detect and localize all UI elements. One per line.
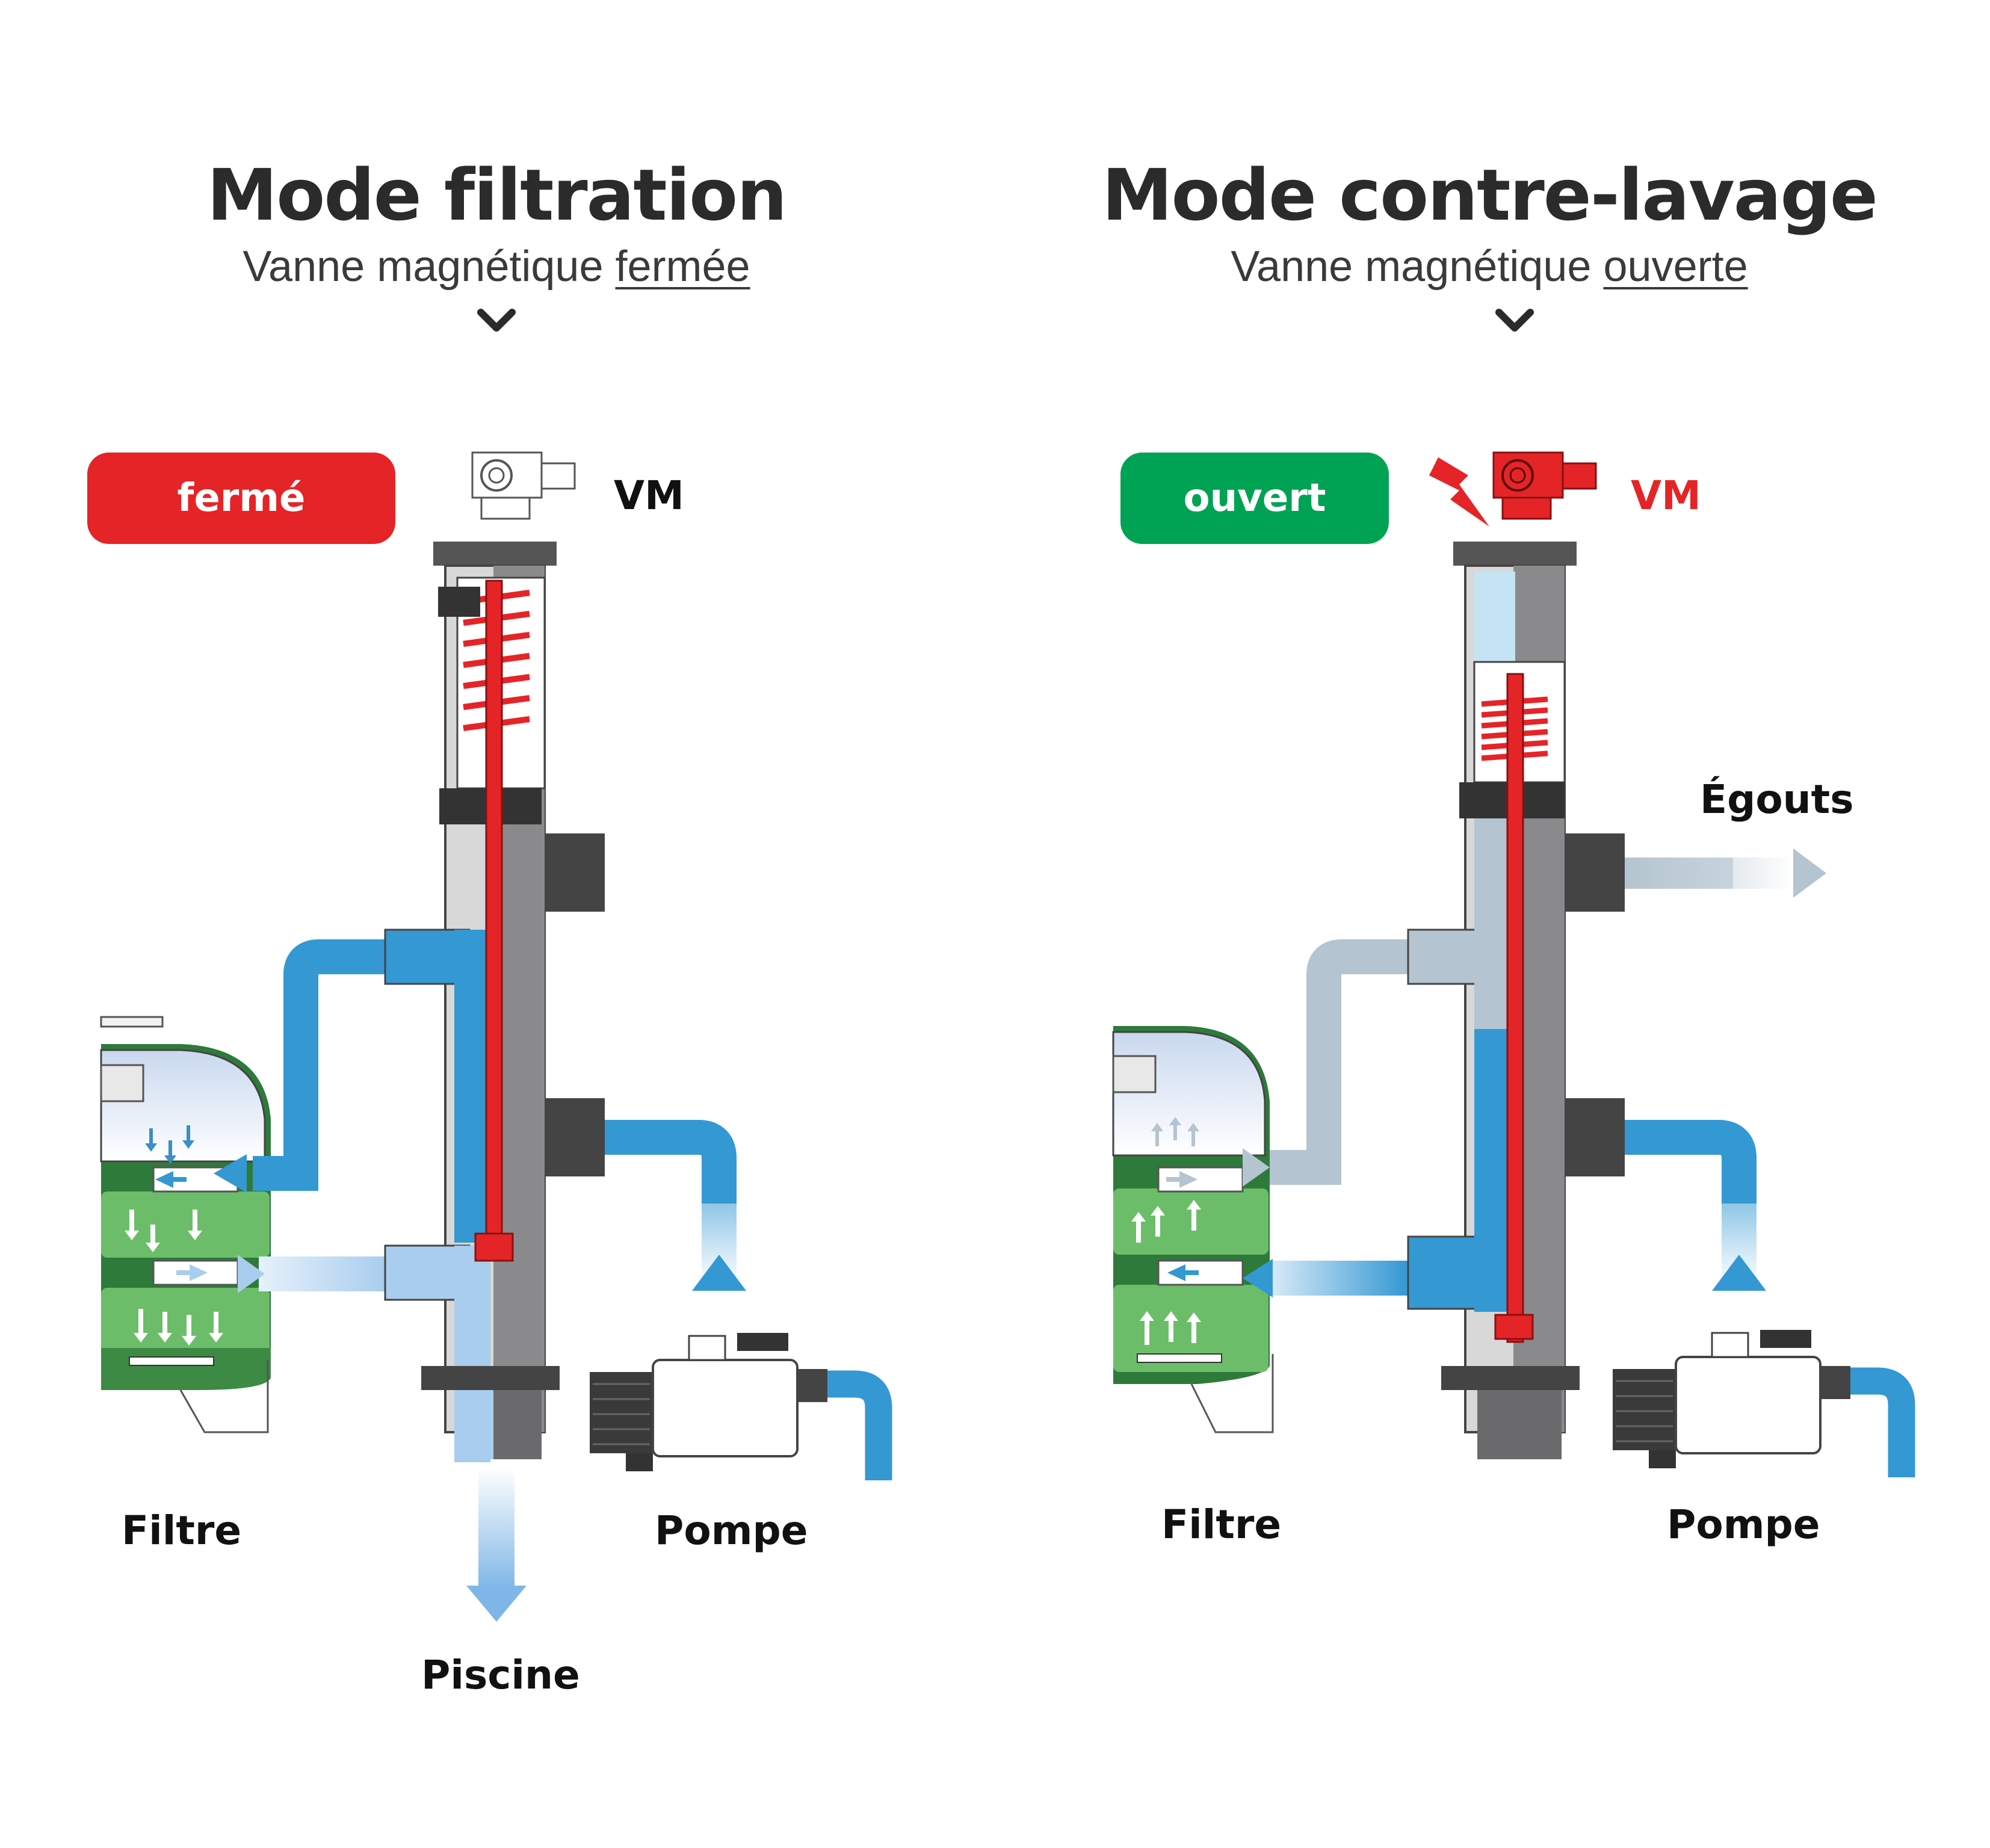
- flow-arrow-icon: [214, 1154, 247, 1193]
- flow-arrow-icon: [466, 1586, 527, 1622]
- title-filtration-mode: Mode filtration: [206, 153, 787, 236]
- solenoid-valve-icon: [471, 451, 576, 520]
- lightning-icon: [1429, 457, 1489, 527]
- panel-backwash-mode: Mode contre-lavage Vanne magnétique ouve…: [993, 0, 1986, 1848]
- valve-label-vm: VM: [1631, 472, 1701, 519]
- flow-arrow-icon: [1243, 1148, 1270, 1187]
- label-pump: Pompe: [655, 1507, 808, 1554]
- title-backwash-mode: Mode contre-lavage: [1102, 153, 1878, 236]
- backwash-mode-diagram: [1112, 451, 1915, 1477]
- subtitle-state-open: ouverte: [1603, 243, 1748, 291]
- label-filter: Filtre: [1161, 1501, 1282, 1548]
- label-pool: Piscine: [421, 1652, 580, 1698]
- panel-filtration-mode: Mode filtration Vanne magnétique fermée …: [0, 0, 993, 1848]
- subtitle-state-closed: fermée: [615, 243, 750, 291]
- pump-icon: [590, 1333, 827, 1471]
- status-badge-closed: fermé: [87, 453, 395, 544]
- flow-arrow-icon: [692, 1255, 746, 1291]
- chevron-down-icon: [1495, 309, 1534, 332]
- flow-pipe-to-filter: [1270, 939, 1408, 1185]
- valve-label-vm: VM: [614, 472, 684, 519]
- flow-pipe-to-filter: [253, 939, 385, 1191]
- sand-filter-icon: [1112, 1026, 1274, 1433]
- subtitle-backwash-mode: Vanne magnétique ouverte: [993, 242, 1986, 291]
- label-pump: Pompe: [1667, 1501, 1820, 1548]
- subtitle-prefix: Vanne magnétique: [243, 243, 616, 291]
- label-filter: Filtre: [122, 1507, 242, 1554]
- flow-arrow-icon: [1243, 1259, 1273, 1297]
- solenoid-valve-icon: [1429, 451, 1597, 527]
- flow-pipe-from-filter: [259, 1256, 385, 1291]
- subtitle-filtration-mode: Vanne magnétique fermée: [0, 242, 993, 291]
- flow-arrow-icon: [238, 1255, 265, 1293]
- flow-arrow-icon: [1793, 848, 1826, 898]
- flow-arrow-icon: [1712, 1255, 1766, 1291]
- flow-pipe-from-valve: [1270, 1261, 1408, 1296]
- filtration-mode-diagram: [100, 451, 892, 1622]
- flow-pipe-pump-inlet: [827, 1370, 892, 1480]
- label-sewer: Égouts: [1700, 776, 1854, 823]
- subtitle-prefix: Vanne magnétique: [1231, 243, 1604, 291]
- chevron-down-icon: [477, 309, 516, 332]
- flow-pipe-pump-inlet: [1850, 1367, 1915, 1477]
- sand-filter-icon: [100, 1016, 271, 1433]
- status-badge-open: ouvert: [1120, 453, 1389, 544]
- pump-icon: [1613, 1330, 1850, 1468]
